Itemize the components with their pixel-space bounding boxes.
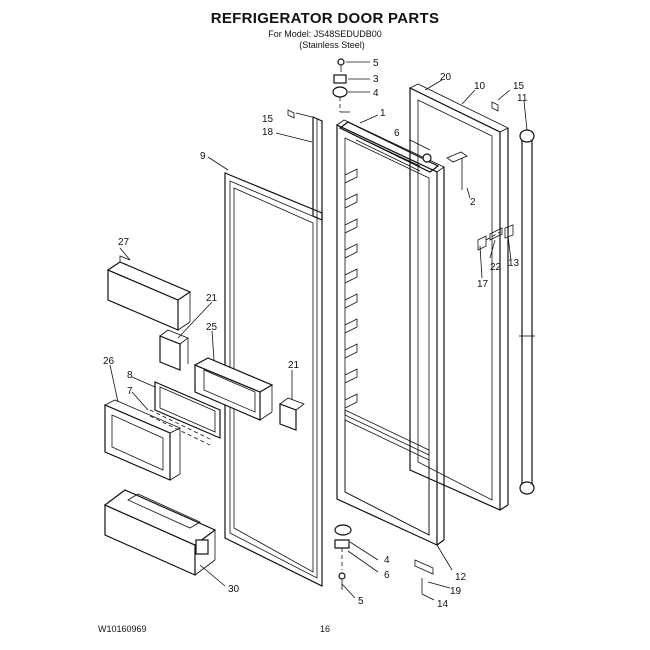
callout-18: 18 bbox=[262, 127, 274, 138]
bottom-hinge-parts bbox=[334, 524, 434, 594]
door-gasket bbox=[224, 172, 323, 587]
model-line: For Model: JS48SEDUDB00 bbox=[268, 29, 382, 39]
callout-22: 22 bbox=[490, 262, 502, 273]
outer-door-panel bbox=[409, 83, 509, 511]
finish-line: (Stainless Steel) bbox=[299, 40, 365, 50]
door-bin-25 bbox=[193, 357, 274, 421]
callout-15-right: 15 bbox=[513, 81, 525, 92]
callout-20: 20 bbox=[440, 72, 452, 83]
leader-lines bbox=[109, 61, 528, 601]
page-number: 16 bbox=[320, 624, 331, 634]
screw-right bbox=[491, 101, 499, 112]
callout-9: 9 bbox=[200, 151, 206, 162]
callout-8: 8 bbox=[127, 370, 133, 381]
callout-6-bot: 6 bbox=[384, 570, 390, 581]
callout-4-top: 4 bbox=[373, 88, 379, 99]
callout-21-low: 21 bbox=[288, 360, 300, 371]
door-bin-26 bbox=[104, 399, 181, 481]
callout-4-bot: 4 bbox=[384, 555, 390, 566]
callout-labels: 5 3 4 1 6 20 10 15 11 2 15 18 9 22 13 17… bbox=[103, 58, 528, 610]
callout-11: 11 bbox=[517, 93, 528, 104]
callout-3: 3 bbox=[373, 74, 379, 85]
page-title: REFRIGERATOR DOOR PARTS bbox=[210, 10, 440, 27]
callout-17: 17 bbox=[477, 279, 489, 290]
bracket-21-low bbox=[279, 397, 305, 431]
top-hinge-parts bbox=[332, 58, 468, 190]
door-liner bbox=[336, 119, 445, 546]
callout-2: 2 bbox=[470, 197, 476, 208]
door-handle bbox=[519, 129, 535, 495]
callout-26: 26 bbox=[103, 356, 115, 367]
callout-6-top: 6 bbox=[394, 128, 400, 139]
callout-13: 13 bbox=[508, 258, 520, 269]
callout-30: 30 bbox=[228, 584, 240, 595]
trim-strip bbox=[312, 116, 323, 221]
callout-14: 14 bbox=[437, 599, 449, 610]
callout-19: 19 bbox=[450, 586, 462, 597]
handle-mount-parts bbox=[477, 224, 514, 251]
callout-10: 10 bbox=[474, 81, 486, 92]
callout-27: 27 bbox=[118, 237, 130, 248]
callout-7: 7 bbox=[127, 386, 133, 397]
shelf-rails bbox=[344, 168, 358, 409]
bracket-21-top bbox=[159, 329, 189, 371]
door-bin-27 bbox=[106, 255, 192, 331]
callout-1: 1 bbox=[380, 108, 386, 119]
document-part-number: W10160969 bbox=[98, 624, 147, 634]
screw-left bbox=[287, 109, 295, 119]
door-bin-30 bbox=[103, 489, 217, 576]
callout-12: 12 bbox=[455, 572, 467, 583]
callout-5-top: 5 bbox=[373, 58, 379, 69]
callout-21-top: 21 bbox=[206, 293, 218, 304]
trim-panel-8 bbox=[154, 381, 221, 439]
trim-strip-7 bbox=[149, 409, 213, 447]
callout-25: 25 bbox=[206, 322, 218, 333]
callout-15-left: 15 bbox=[262, 114, 274, 125]
callout-5-bot: 5 bbox=[358, 596, 364, 607]
